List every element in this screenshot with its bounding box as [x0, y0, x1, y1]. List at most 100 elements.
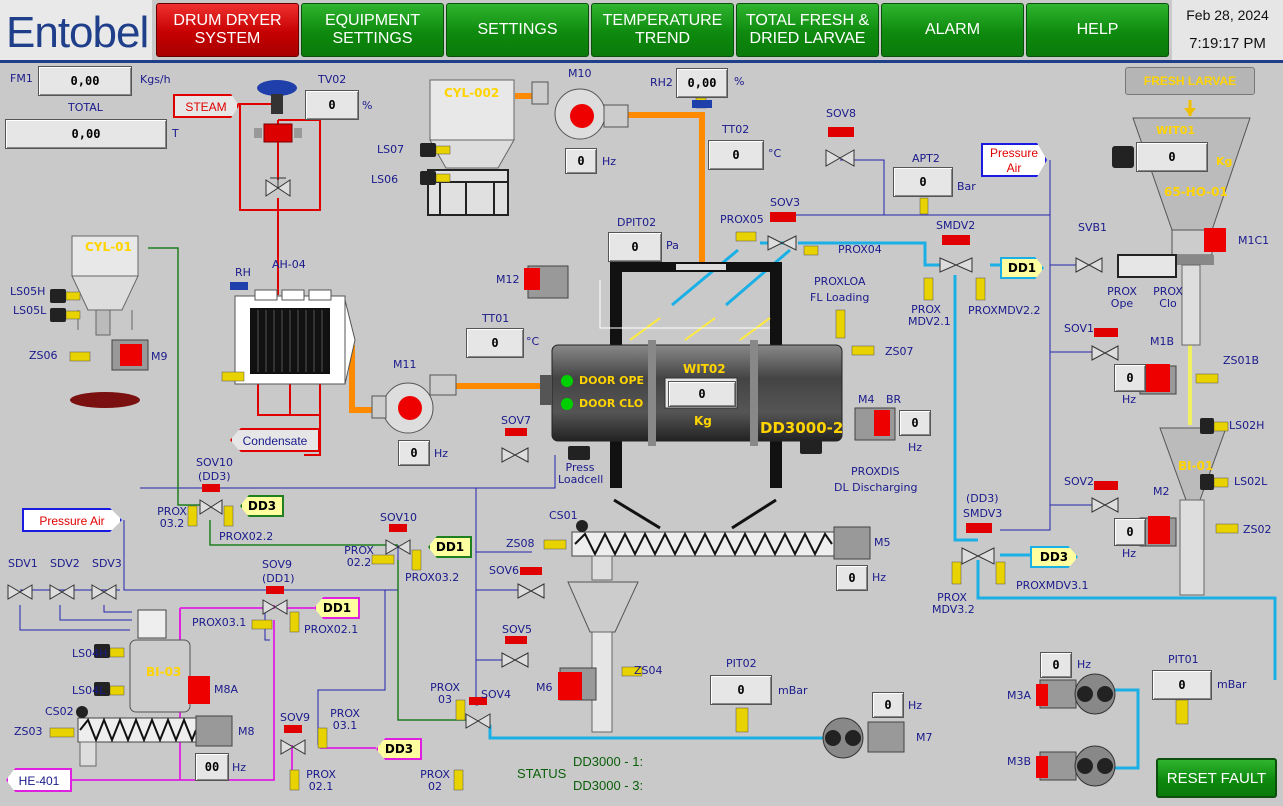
sov6-label: SOV6 — [489, 564, 519, 577]
sov10-label: SOV10 — [380, 511, 417, 524]
smdv3-dd3-label: (DD3) — [966, 492, 999, 505]
m3a-label: M3A — [1007, 689, 1032, 702]
m4-hz-unit: Hz — [908, 441, 923, 454]
m5-label: M5 — [874, 536, 891, 549]
m1b-label: M1B — [1150, 335, 1175, 348]
rh-label: RH — [235, 266, 251, 279]
sov7-label: SOV7 — [501, 414, 531, 427]
pit01-label: PIT01 — [1168, 653, 1199, 666]
press-loadcell-label: Press Loadcell — [558, 461, 604, 486]
sov3-label: SOV3 — [770, 196, 800, 209]
onoff-valves — [7, 149, 1119, 755]
m5-hz-value: 0 — [836, 565, 868, 591]
process-diagram — [7, 79, 1277, 791]
nav-help[interactable]: HELP — [1026, 3, 1169, 57]
tt02-value: 0 — [708, 140, 764, 170]
dd1-badge-sov10: DD1 — [428, 536, 472, 558]
apt2-value: 0 — [893, 167, 953, 197]
prox-mdv32-label: PROX MDV3.2 — [932, 591, 975, 616]
m7-hz-value: 0 — [872, 692, 904, 718]
nav-total-fresh-dried-larvae[interactable]: TOTAL FRESH & DRIED LARVAE — [736, 3, 879, 57]
zs01b-label: ZS01B — [1223, 354, 1260, 367]
m4-label: M4 — [858, 393, 875, 406]
bi01-label: BI-01 — [1178, 459, 1214, 473]
prox-021-label: PROX 02.1 — [306, 768, 336, 793]
m1b-hz-value: 0 — [1114, 364, 1146, 392]
condensate-tag: Condensate — [230, 428, 320, 452]
cs02-label: CS02 — [45, 705, 74, 718]
tt01-value: 0 — [466, 328, 524, 358]
reset-fault-button[interactable]: RESET FAULT — [1156, 758, 1277, 798]
sov9-dd1-sub-label: (DD1) — [262, 572, 295, 585]
datetime-panel: Feb 28, 2024 7:19:17 PM — [1172, 0, 1283, 60]
pit02-unit: mBar — [778, 684, 808, 697]
zs03-label: ZS03 — [14, 725, 43, 738]
prox-031-label: PROX 03.1 — [330, 707, 360, 732]
smdv3-label: SMDV3 — [963, 507, 1003, 520]
zs04-label: ZS04 — [634, 664, 663, 677]
tv02-value: 0 — [305, 90, 359, 120]
m2-hz-value: 0 — [1114, 518, 1146, 546]
m5-hz-unit: Hz — [872, 571, 887, 584]
hot-air-pipes — [349, 93, 705, 413]
sov4-label: SOV4 — [481, 688, 511, 701]
sov5-label: SOV5 — [502, 623, 532, 636]
screw-conveyor-cs01 — [571, 520, 835, 557]
m10-label: M10 — [568, 67, 592, 80]
m11-hz-value: 0 — [398, 440, 430, 466]
m3a-hz-unit: Hz — [1077, 658, 1092, 671]
nav-equipment-settings[interactable]: EQUIPMENT SETTINGS — [301, 3, 444, 57]
ls07-label: LS07 — [377, 143, 405, 156]
date-readout: Feb 28, 2024 — [1186, 7, 1269, 23]
prox032b-label: PROX03.2 — [405, 571, 460, 584]
rh2-value: 0,00 — [676, 68, 728, 98]
fm1-value: 0,00 — [38, 66, 132, 96]
dpit02-value: 0 — [608, 232, 662, 262]
apt2-label: APT2 — [912, 152, 940, 165]
svb1-label: SVB1 — [1078, 221, 1108, 234]
sov2-label: SOV2 — [1064, 475, 1094, 488]
sov10-dd3-label: SOV10 — [196, 456, 233, 469]
control-valve-tv02 — [254, 80, 302, 143]
zs06-label: ZS06 — [29, 349, 58, 362]
br-label: BR — [886, 393, 902, 406]
ho01-label: 65-HO-01 — [1164, 185, 1228, 199]
dd3-badge-sov10: DD3 — [240, 495, 284, 517]
prox022-label: PROX02.2 — [219, 530, 274, 543]
prox-clo-label: PROX Clo — [1153, 285, 1183, 310]
fresh-larvae-tag: FRESH LARVAE — [1125, 67, 1255, 95]
prox-03-label: PROX 03 — [430, 681, 460, 706]
tt02-label: TT02 — [722, 123, 750, 136]
nav-temperature-trend[interactable]: TEMPERATURE TREND — [591, 3, 734, 57]
m11-label: M11 — [393, 358, 417, 371]
proxmdv22-label: PROXMDV2.2 — [968, 304, 1041, 317]
pressure-air-left-tag: Pressure Air — [22, 508, 122, 532]
sov8-label: SOV8 — [826, 107, 856, 120]
bin-bi03 — [76, 609, 199, 767]
dd3-badge-sov9: DD3 — [376, 738, 422, 760]
m2-label: M2 — [1153, 485, 1170, 498]
m8a-label: M8A — [214, 683, 239, 696]
steam-hand-valve — [265, 177, 291, 197]
tv02-label: TV02 — [318, 73, 347, 86]
nav-settings[interactable]: SETTINGS — [446, 3, 589, 57]
tv02-unit: % — [362, 99, 373, 112]
dryer-label: DD3000-2 — [760, 419, 844, 437]
wito1-label: WIT01 — [1156, 124, 1196, 137]
status-dd3000-1: DD3000 - 1: — [573, 754, 644, 769]
tt01-unit: °C — [526, 335, 540, 348]
ls04h-label: LS04H — [72, 647, 108, 660]
prox031-label: PROX03.1 — [192, 616, 247, 629]
logo-text: Entobel — [6, 8, 149, 57]
ah04-label: AH-04 — [272, 258, 306, 271]
prox05-label: PROX05 — [720, 213, 764, 226]
nav-alarm[interactable]: ALARM — [881, 3, 1024, 57]
pit01-value: 0 — [1152, 670, 1212, 700]
prox-02-label: PROX 02 — [420, 768, 450, 793]
m6-label: M6 — [536, 681, 553, 694]
cyl01-label: CYL-01 — [85, 240, 132, 254]
bi03-label: BI-03 — [146, 665, 182, 679]
nav-drum-dryer-system[interactable]: DRUM DRYER SYSTEM — [156, 3, 299, 57]
he401-tag: HE-401 — [6, 768, 72, 792]
status-label: STATUS — [517, 766, 567, 781]
